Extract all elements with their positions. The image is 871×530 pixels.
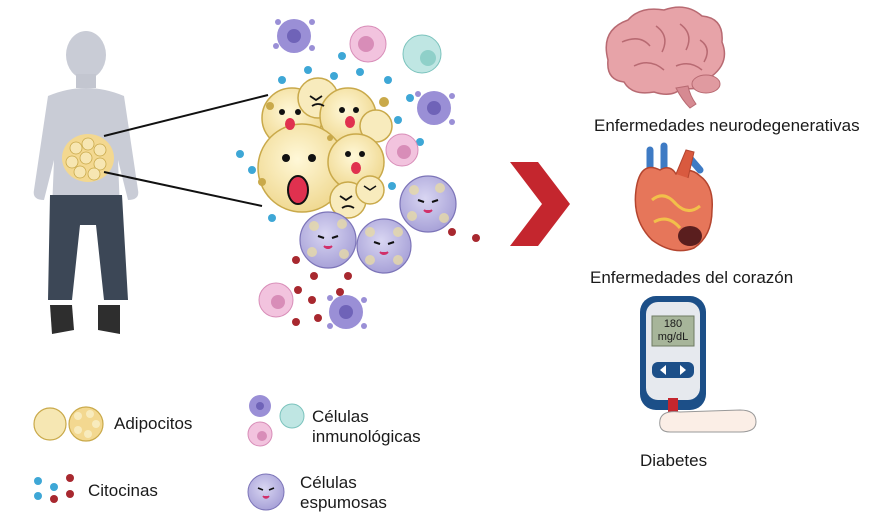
zoom-line-bottom [103, 171, 263, 207]
heart-icon [634, 142, 713, 252]
immune-cell-pink-top [349, 25, 387, 63]
legend-immune-icons [247, 395, 305, 447]
outcome-label-neurodegenerative: Enfermedades neurodegenerativas [594, 116, 860, 135]
legend-label-foam-line2: espumosas [300, 493, 387, 512]
legend-adipocyte-icons [33, 406, 104, 442]
legend-cytokine-icons [34, 474, 74, 503]
legend-label-immune-line2: inmunológicas [312, 427, 421, 446]
adipocyte-cluster [257, 77, 393, 219]
legend-label-adipocytes: Adipocitos [114, 414, 193, 433]
glucometer-reading-value: 180 [663, 318, 683, 330]
immune-cell-purple-right [415, 91, 455, 125]
chevron-right-arrow-icon [510, 162, 570, 246]
immune-cell-teal-top [402, 34, 442, 74]
legend-label-cytokines: Citocinas [88, 481, 158, 500]
foam-cell-left [299, 211, 357, 269]
brain-icon [605, 6, 726, 109]
foam-cell-middle [356, 218, 412, 274]
legend-label-immune-line1: Células [312, 407, 369, 426]
outcome-label-diabetes: Diabetes [640, 451, 708, 470]
foam-cell-right [399, 175, 457, 233]
glucometer-icon [640, 296, 757, 433]
belly-fat-icon [62, 134, 114, 182]
immune-cell-pink-bottom [258, 282, 294, 318]
immune-cell-purple-top [273, 19, 315, 53]
person-figure [33, 31, 139, 334]
immune-cell-purple-bottom [327, 295, 367, 329]
immune-cell-pink-right [385, 133, 419, 167]
outcome-label-heart-disease: Enfermedades del corazón [590, 268, 794, 287]
legend-label-foam-line1: Células [300, 473, 357, 492]
legend-foam-icon [247, 473, 285, 511]
glucometer-reading-unit: mg/dL [657, 331, 689, 343]
zoom-line-top [103, 94, 269, 137]
